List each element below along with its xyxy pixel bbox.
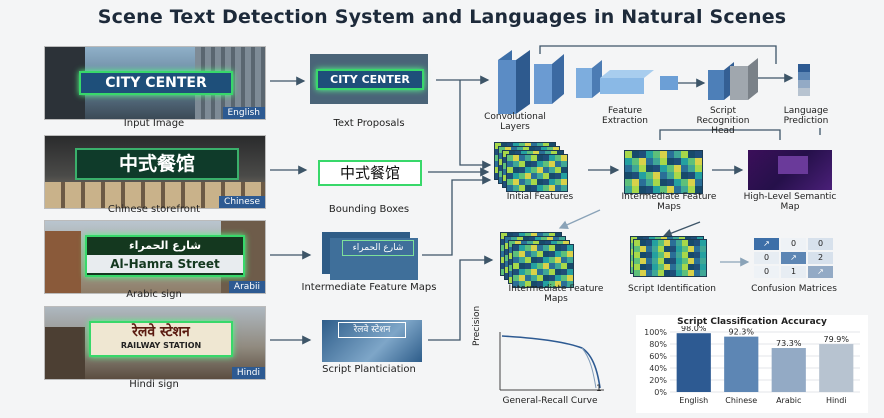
pr-xlabel: General-Recall Curve [502, 396, 598, 406]
high-level-semantic-map [748, 150, 832, 190]
accuracy-bar-chart: 100% 80% 60% 40% 20% 0% 98.0% English 92.3% Chine… [644, 326, 860, 405]
caption-input-image: Input Image [123, 118, 185, 129]
sign-arabic-latin: Al-Hamra Street [87, 255, 243, 273]
chart-title: Script Classification Accuracy [677, 317, 827, 327]
y-tick-label: 40% [649, 364, 667, 373]
script-plant-panel: रेलवे स्टेशन [322, 320, 422, 362]
y-tick-label: 60% [649, 352, 667, 361]
y-tick-label: 20% [649, 376, 667, 385]
conv-block [576, 68, 592, 98]
label-conv-layers: Convolutional Layers [484, 112, 546, 132]
text-proposal-box: CITY CENTER [310, 54, 428, 104]
script-head-block-grey [730, 66, 748, 100]
script-plant-text: रेलवे स्टेशन [338, 322, 406, 338]
bar-english [676, 333, 711, 392]
feature-map-text: شارع الحمراء [342, 240, 414, 256]
caption-script-plant: Script Planticiation [322, 364, 416, 375]
caption-bounding-boxes: Bounding Boxes [328, 204, 410, 215]
x-tick-label: Chinese [725, 396, 757, 405]
label-script-identification: Script Identification [628, 284, 716, 294]
y-tick-label: 80% [649, 340, 667, 349]
caption-hindi: Hindi sign [129, 379, 179, 390]
lang-badge: Hindi [231, 367, 265, 379]
label-confusion-matrices: Confusion Matrices [751, 284, 837, 294]
language-prediction-vector [798, 64, 810, 96]
bar-chinese [724, 336, 759, 392]
bar-value-label: 92.3% [729, 328, 755, 337]
bar-value-label: 79.9% [824, 335, 850, 344]
confusion-cell: 0 [808, 238, 833, 250]
label-high-level-semantic-map: High-Level Semantic Map [743, 192, 837, 212]
label-intermediate-feature-maps: Intermediate Feature Maps [621, 192, 717, 212]
lang-badge: English [222, 107, 265, 119]
confusion-cell: 0 [754, 252, 779, 264]
sign-city-center: CITY CENTER [79, 71, 233, 95]
caption-text-proposals: Text Proposals [333, 118, 405, 129]
conv-block [498, 60, 516, 114]
pr-x-tick: 1 [596, 384, 602, 394]
pr-curve-line [501, 335, 601, 389]
feature-map-layer [512, 244, 574, 288]
input-image-arabic: شارع الحمراء Al-Hamra Street Arabii [44, 220, 266, 294]
label-script-head: Script Recognition Head [696, 106, 750, 136]
label-feature-extraction: Feature Extraction [602, 106, 648, 126]
confusion-cell: 1 [781, 266, 806, 278]
lang-badge: Chinese [219, 196, 265, 208]
caption-arabic: Arabic sign [126, 289, 182, 300]
conv-block [534, 64, 552, 104]
script-head-block [708, 70, 724, 100]
bounding-box: 中式餐馆 [318, 160, 422, 186]
sign-hindi-latin: RAILWAY STATION [120, 341, 202, 350]
bar-arabic [771, 348, 806, 392]
bar-hindi [819, 344, 854, 392]
caption-chinese: Chinese storefront [107, 204, 201, 215]
feature-extraction-block [600, 78, 644, 94]
confusion-cell: 0 [754, 266, 779, 278]
label-language-prediction: Language Prediction [783, 106, 829, 126]
confusion-cell: ↗ [754, 238, 779, 250]
label-intermediate-feature-maps-2: Intermediate Feature Maps [508, 284, 604, 304]
pr-curve-plot [499, 332, 604, 391]
proposal-text: CITY CENTER [316, 69, 424, 90]
page-title: Scene Text Detection System and Language… [97, 6, 787, 28]
pr-ylabel: Precision [472, 305, 482, 346]
sign-hindi: रेलवे स्टेशन [132, 324, 190, 340]
y-tick-label: 0% [654, 388, 667, 397]
feature-map-layer [624, 150, 703, 194]
input-image-english: CITY CENTER English [44, 46, 266, 120]
confusion-cell: ↗ [781, 252, 806, 264]
feature-map-layer [330, 238, 418, 280]
x-tick-label: Arabic [776, 396, 801, 405]
bar-value-label: 98.0% [681, 326, 707, 333]
input-image-hindi: रेलवे स्टेशन RAILWAY STATION Hindi [44, 306, 266, 380]
confusion-cell: 0 [781, 238, 806, 250]
sign-chinese: 中式餐馆 [75, 148, 239, 180]
confusion-cell: ↗ [808, 266, 833, 278]
network-diagram [498, 50, 810, 114]
confusion-cell: 2 [808, 252, 833, 264]
bar-value-label: 73.3% [776, 339, 802, 348]
x-tick-label: Hindi [826, 396, 847, 405]
input-image-chinese: 中式餐馆 Chinese [44, 135, 266, 209]
feature-block-small [660, 76, 678, 90]
feature-map-layer [633, 239, 707, 277]
lang-badge: Arabii [228, 281, 265, 293]
y-tick-label: 100% [644, 328, 667, 337]
sign-arabic: شارع الحمراء [128, 239, 202, 252]
label-initial-features: Initial Features [506, 192, 574, 202]
x-tick-label: English [679, 396, 708, 405]
caption-intermediate-feature-maps: Intermediate Feature Maps [301, 282, 437, 293]
feature-map-layer [506, 154, 568, 192]
